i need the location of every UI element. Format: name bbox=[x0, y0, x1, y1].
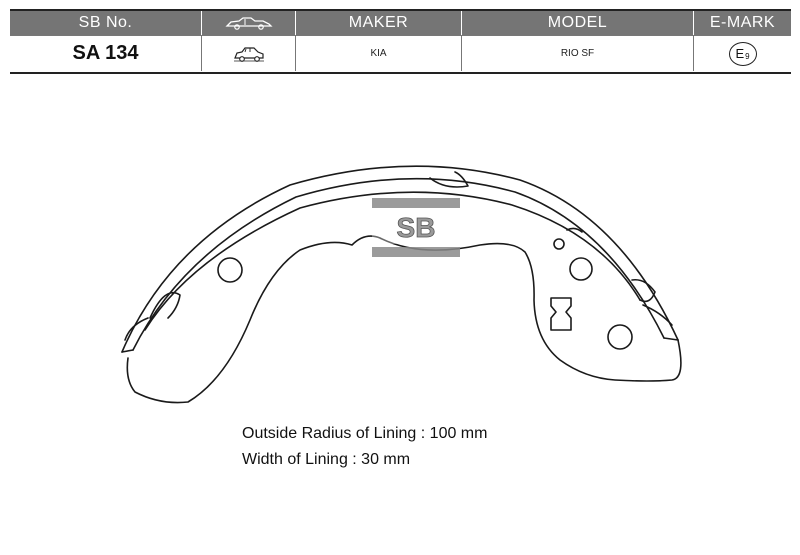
spec-table: SB No. MAKER MODEL E-MARK SA 134 KIA bbox=[10, 9, 791, 74]
sb-logo-text: SB bbox=[397, 212, 436, 243]
outside-radius-text: Outside Radius of Lining : 100 mm bbox=[242, 425, 488, 442]
model-cell: RIO SF bbox=[462, 36, 694, 71]
lining-inner-edge bbox=[132, 177, 665, 351]
header-row: SB No. MAKER MODEL E-MARK bbox=[10, 11, 791, 35]
lining-specs: Outside Radius of Lining : 100 mm Width … bbox=[242, 421, 487, 473]
model-value: RIO SF bbox=[560, 48, 595, 59]
adjuster-slot bbox=[550, 297, 572, 331]
shoe-rim bbox=[144, 191, 641, 331]
car-icon bbox=[224, 17, 273, 30]
vehicle-cell bbox=[202, 36, 296, 71]
header-emark: E-MARK bbox=[709, 14, 776, 31]
hole-small bbox=[553, 238, 565, 250]
sb-number-cell: SA 134 bbox=[10, 36, 202, 71]
sb-logo: SB bbox=[372, 198, 460, 257]
hole-right bbox=[569, 257, 593, 281]
sb-number: SA 134 bbox=[72, 42, 139, 64]
header-sb-no: SB No. bbox=[10, 11, 202, 35]
car-sketch-icon bbox=[233, 46, 264, 62]
maker-cell: KIA bbox=[296, 36, 462, 71]
maker-value: KIA bbox=[370, 48, 387, 59]
header-model: MODEL bbox=[462, 11, 694, 35]
lining-outer-edge bbox=[121, 165, 679, 353]
header-maker: MAKER bbox=[296, 11, 462, 35]
hole-lower-right bbox=[607, 324, 633, 350]
header-vehicle bbox=[202, 11, 296, 35]
hole-left bbox=[217, 257, 243, 283]
lining-width-text: Width of Lining : 30 mm bbox=[242, 451, 411, 468]
